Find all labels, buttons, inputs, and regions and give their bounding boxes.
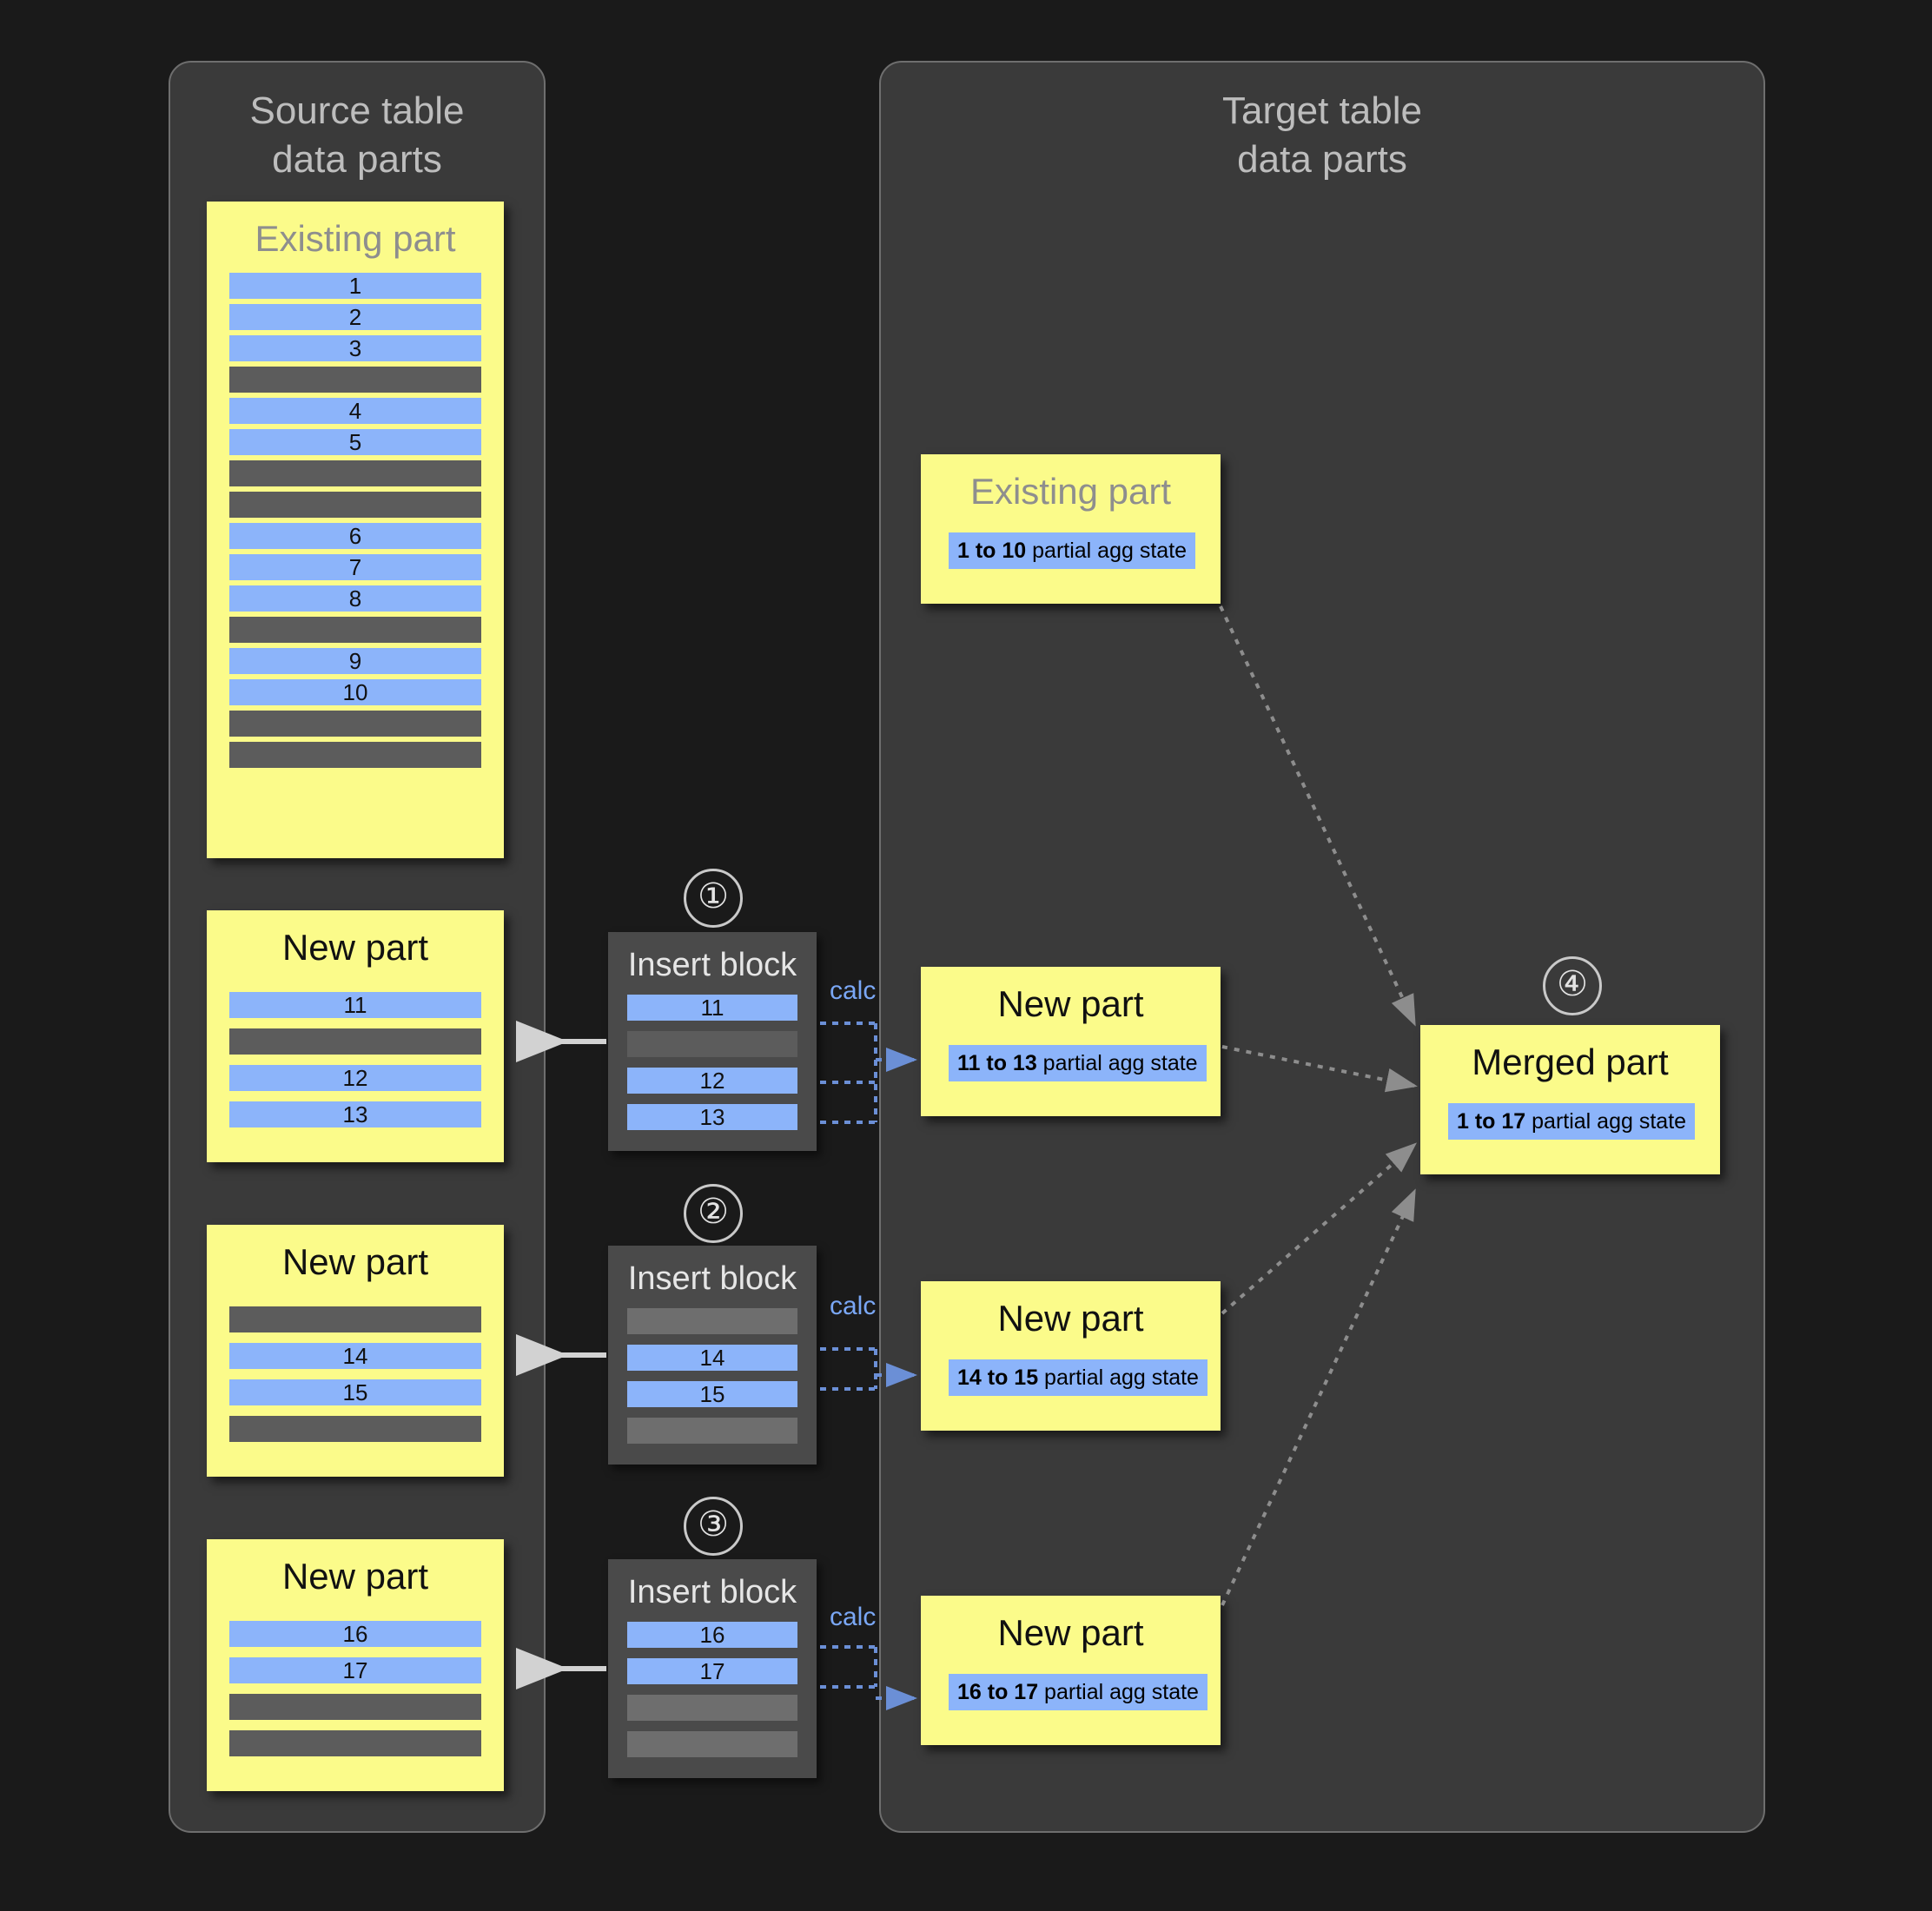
source-existing-part-rows: 1 2 3 4 5 6 7 8 9 10 <box>207 261 504 790</box>
source-new-part-1-rows: 11 12 13 <box>207 969 504 1155</box>
data-row: 3 <box>229 335 481 361</box>
agg-range: 1 to 10 <box>957 539 1027 563</box>
target-new-part-1-title: New part <box>997 983 1144 1024</box>
data-row-empty <box>229 1416 481 1442</box>
data-row: 1 <box>229 273 481 299</box>
agg-range: 16 to 17 <box>957 1680 1039 1704</box>
merged-part-agg: 1 to 17 partial agg state <box>1448 1103 1696 1140</box>
data-row-empty <box>229 711 481 737</box>
target-new-part-3: New part 16 to 17 partial agg state <box>921 1596 1221 1745</box>
data-row-empty <box>627 1731 797 1757</box>
step-badge-2: ② <box>684 1184 743 1243</box>
source-new-part-2-title: New part <box>281 1241 429 1282</box>
agg-range: 14 to 15 <box>957 1365 1039 1390</box>
insert-block-3-title: Insert block <box>627 1574 797 1610</box>
data-row: 8 <box>229 585 481 612</box>
data-row-empty <box>229 1028 481 1055</box>
data-row-empty <box>229 460 481 486</box>
source-panel-title: Source table data parts <box>249 89 465 181</box>
target-new-part-2-agg: 14 to 15 partial agg state <box>949 1359 1208 1396</box>
source-new-part-1: New part 11 12 13 <box>207 910 504 1162</box>
data-row: 13 <box>627 1104 797 1130</box>
data-row: 6 <box>229 523 481 549</box>
target-existing-part: Existing part 1 to 10 partial agg state <box>921 454 1221 604</box>
data-row: 4 <box>229 398 481 424</box>
source-new-part-2-rows: 14 15 <box>207 1284 504 1470</box>
data-row-empty <box>229 1730 481 1756</box>
insert-block-1-rows: 11 12 13 <box>608 986 817 1149</box>
insert-block-1: Insert block 11 12 13 <box>608 932 817 1151</box>
source-new-part-2: New part 14 15 <box>207 1225 504 1477</box>
agg-suffix: partial agg state <box>1026 539 1188 563</box>
data-row-empty <box>229 742 481 768</box>
agg-suffix: partial agg state <box>1038 1680 1199 1704</box>
insert-block-3: Insert block 16 17 <box>608 1559 817 1778</box>
data-row-empty <box>229 617 481 643</box>
insert-block-1-title: Insert block <box>627 947 797 983</box>
insert-block-2: Insert block 14 15 <box>608 1246 817 1465</box>
calc-bracket-3 <box>820 1645 877 1689</box>
target-new-part-2-title: New part <box>997 1298 1144 1339</box>
target-table-panel: Target table data parts <box>879 61 1765 1833</box>
target-panel-title: Target table data parts <box>1222 89 1422 181</box>
data-row: 11 <box>229 992 481 1018</box>
data-row: 17 <box>229 1657 481 1683</box>
agg-range: 11 to 13 <box>957 1051 1037 1075</box>
data-row-empty <box>627 1031 797 1057</box>
data-row-empty <box>627 1418 797 1444</box>
data-row: 11 <box>627 995 797 1021</box>
step-badge-1: ① <box>684 869 743 928</box>
data-row: 16 <box>627 1622 797 1648</box>
source-existing-part: Existing part 1 2 3 4 5 6 7 8 9 10 <box>207 202 504 858</box>
data-row: 16 <box>229 1621 481 1647</box>
data-row-empty <box>229 1694 481 1720</box>
calc-label-2: calc <box>830 1292 877 1320</box>
data-row-empty <box>229 367 481 393</box>
calc-bracket-1 <box>820 1022 877 1124</box>
merged-part-title: Merged part <box>1472 1041 1669 1082</box>
target-new-part-1-agg: 11 to 13 partial agg state <box>949 1045 1207 1081</box>
insert-block-2-rows: 14 15 <box>608 1299 817 1463</box>
agg-suffix: partial agg state <box>1038 1365 1199 1390</box>
calc-bracket-2 <box>820 1347 877 1391</box>
source-new-part-3-title: New part <box>281 1556 429 1597</box>
data-row: 15 <box>627 1381 797 1407</box>
data-row: 12 <box>627 1068 797 1094</box>
agg-range: 1 to 17 <box>1457 1109 1526 1134</box>
data-row-empty <box>229 492 481 518</box>
data-row-empty <box>627 1308 797 1334</box>
step-badge-4: ④ <box>1543 956 1602 1015</box>
source-new-part-1-title: New part <box>281 927 429 968</box>
data-row: 5 <box>229 429 481 455</box>
data-row: 14 <box>627 1345 797 1371</box>
data-row: 10 <box>229 679 481 705</box>
target-existing-part-title: Existing part <box>969 471 1172 512</box>
calc-label-3: calc <box>830 1603 877 1631</box>
data-row: 12 <box>229 1065 481 1091</box>
step-badge-3: ③ <box>684 1497 743 1556</box>
merged-part: Merged part 1 to 17 partial agg state <box>1420 1025 1720 1174</box>
data-row: 17 <box>627 1658 797 1684</box>
source-existing-part-title: Existing part <box>255 218 456 259</box>
insert-block-3-rows: 16 17 <box>608 1613 817 1776</box>
source-new-part-3: New part 16 17 <box>207 1539 504 1791</box>
data-row: 7 <box>229 554 481 580</box>
target-new-part-3-title: New part <box>997 1612 1144 1653</box>
data-row: 15 <box>229 1379 481 1405</box>
target-new-part-2: New part 14 to 15 partial agg state <box>921 1281 1221 1431</box>
data-row: 13 <box>229 1101 481 1127</box>
calc-label-1: calc <box>830 976 877 1005</box>
target-new-part-3-agg: 16 to 17 partial agg state <box>949 1674 1208 1710</box>
target-new-part-1: New part 11 to 13 partial agg state <box>921 967 1221 1116</box>
source-new-part-3-rows: 16 17 <box>207 1598 504 1784</box>
agg-suffix: partial agg state <box>1525 1109 1687 1134</box>
data-row-empty <box>627 1695 797 1721</box>
target-existing-part-agg: 1 to 10 partial agg state <box>949 532 1196 569</box>
data-row: 9 <box>229 648 481 674</box>
data-row-empty <box>229 1306 481 1332</box>
agg-suffix: partial agg state <box>1036 1051 1198 1075</box>
data-row: 14 <box>229 1343 481 1369</box>
insert-block-2-title: Insert block <box>627 1260 797 1297</box>
data-row: 2 <box>229 304 481 330</box>
